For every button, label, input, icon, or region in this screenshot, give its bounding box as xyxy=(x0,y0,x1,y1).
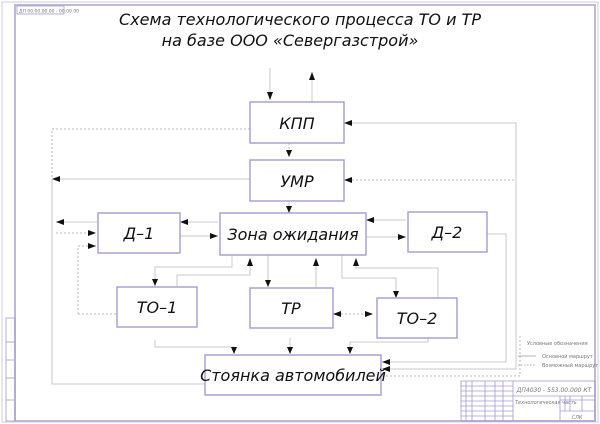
block-kpp-label: КПП xyxy=(279,114,314,133)
arrowheads xyxy=(52,72,406,372)
dash-into-d1-b xyxy=(77,245,96,314)
block-to1-label: ТО–1 xyxy=(137,298,178,317)
arrow-to1-zona xyxy=(247,258,253,266)
diagram-title-line-2: на базе ООО «Севергазстрой» xyxy=(162,31,419,50)
arrow-tr-stoyanka xyxy=(287,347,293,354)
arrow-right-stoyanka xyxy=(382,366,390,372)
arrow-d1-left xyxy=(56,219,64,225)
arrow-into-zona-d1 xyxy=(210,233,218,239)
title-block-part-name: Технологическая часть xyxy=(515,400,577,406)
to1-to-stoyanka xyxy=(154,340,235,354)
block-tr-label: ТР xyxy=(281,299,301,318)
left-margin-stamp xyxy=(5,317,16,422)
arrow-to1-stoyanka xyxy=(231,347,237,354)
arrow-to2-in xyxy=(393,291,399,298)
block-to2-label: ТО–2 xyxy=(397,309,438,328)
arrow-into-kpp xyxy=(344,120,352,126)
block-d2: Д–2 xyxy=(407,211,488,253)
inner-frame xyxy=(14,4,596,422)
arrow-entry-kpp xyxy=(267,92,273,100)
far-right-dash xyxy=(382,335,521,377)
block-to2: ТО–2 xyxy=(376,297,458,339)
routes xyxy=(51,68,521,385)
block-d1: Д–1 xyxy=(97,212,181,254)
arrow-exit-up xyxy=(309,72,315,80)
legend-title: Условные обозначения xyxy=(527,341,588,347)
arrow-umr-zona xyxy=(286,206,292,213)
block-stoyanka: Стоянка автомобилей xyxy=(200,354,386,396)
right-outer-route xyxy=(344,122,517,370)
arrow-left-umr xyxy=(52,176,60,182)
arrow-into-umr xyxy=(344,177,352,183)
block-stoyanka-label: Стоянка автомобилей xyxy=(200,366,386,385)
arrow-to2-stoyanka xyxy=(347,347,353,354)
arrow-zona-d2 xyxy=(398,234,406,240)
diagram-title-line-1: Схема технологического процесса ТО и ТР xyxy=(119,10,481,29)
legend: Условные обозначения Основной маршрут Во… xyxy=(518,341,598,369)
arrow-into-d1 xyxy=(180,219,188,225)
block-d2-label: Д–2 xyxy=(431,223,463,242)
arrow-d2-zona xyxy=(366,217,374,223)
to2-to-stoyanka xyxy=(349,338,429,354)
block-umr: УМР xyxy=(249,159,345,202)
legend-main-route: Основной маршрут xyxy=(542,353,593,360)
block-d1-label: Д–1 xyxy=(123,224,155,243)
arrow-dash-d1-b xyxy=(88,243,96,249)
arrow-tr-zona xyxy=(313,258,319,266)
block-to1: ТО–1 xyxy=(116,286,198,328)
block-kpp: КПП xyxy=(249,101,345,144)
title-block: ДП4030 - 553.00.000 КТ Технологическая ч… xyxy=(460,380,596,422)
arrow-dash-d1-a xyxy=(88,230,96,236)
d2-to-stoyanka xyxy=(382,233,507,363)
arrow-tr-in xyxy=(265,280,271,287)
arrow-to2-zona xyxy=(353,258,359,266)
block-zona-ozhidaniya: Зона ожидания xyxy=(219,212,367,256)
zona-to-to1 xyxy=(154,255,233,286)
legend-possible-route: Возможный маршрут xyxy=(542,362,598,369)
zona-to-to2 xyxy=(341,255,397,298)
title-block-group: СЛК xyxy=(572,415,583,421)
block-umr-label: УМР xyxy=(280,172,314,191)
corner-stamp: ДП 00.00.00.00 - 00.00.00 xyxy=(16,5,79,15)
title-block-code: ДП4030 - 553.00.000 КТ xyxy=(516,387,593,394)
block-zona-label: Зона ожидания xyxy=(227,225,359,244)
left-dash-kpp xyxy=(51,128,250,218)
arrow-tr-left xyxy=(333,311,341,317)
block-tr: ТР xyxy=(249,287,334,329)
arrow-kpp-umr xyxy=(286,150,292,157)
arrow-to1-in xyxy=(152,279,158,286)
arrow-to2-left xyxy=(365,311,373,317)
to1-to-zona xyxy=(176,258,251,286)
corner-stamp-text: ДП 00.00.00.00 - 00.00.00 xyxy=(19,9,79,15)
arrow-d2-stoyanka xyxy=(382,359,390,365)
left-outer-route xyxy=(51,179,205,385)
